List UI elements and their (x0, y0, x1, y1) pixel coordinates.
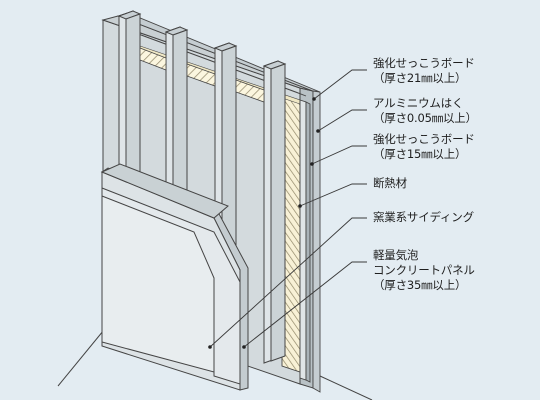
leader-dots (208, 97, 320, 349)
label-gypsum-board-21-line-2: （厚さ21㎜以上） (373, 71, 467, 85)
label-aluminium-foil: アルミニウムはく （厚さ0.05㎜以上） (373, 96, 477, 126)
label-insulation-line-1: 断熱材 (373, 176, 407, 190)
label-alc-panel-line-2: コンクリートパネル (373, 263, 475, 277)
leader-gypsum-15 (311, 145, 367, 165)
leader-aluminium (317, 109, 367, 132)
label-gypsum-board-21: 強化せっこうボード （厚さ21㎜以上） (373, 56, 475, 86)
ceramic-siding (101, 187, 241, 385)
label-ceramic-siding-line-1: 窯業系サイディング (373, 210, 474, 224)
leader-alc (243, 261, 367, 348)
label-gypsum-board-15-line-2: （厚さ15㎜以上） (373, 147, 467, 161)
label-alc-panel-line-1: 軽量気泡 (373, 248, 419, 262)
label-gypsum-board-15: 強化せっこうボード （厚さ15㎜以上） (373, 132, 475, 162)
label-aluminium-foil-line-1: アルミニウムはく (373, 96, 464, 110)
label-alc-panel: 軽量気泡 コンクリートパネル （厚さ35㎜以上） (373, 248, 475, 293)
label-alc-panel-line-3: （厚さ35㎜以上） (373, 278, 467, 292)
leader-lines (209, 69, 367, 348)
label-gypsum-board-21-line-1: 強化せっこうボード (373, 56, 475, 70)
label-gypsum-board-15-line-1: 強化せっこうボード (373, 132, 475, 146)
gypsum-board-15-edge (299, 99, 311, 383)
insulation-blocks (139, 47, 265, 103)
label-insulation: 断熱材 (373, 176, 407, 191)
leader-gypsum-21 (313, 69, 367, 100)
leader-siding (209, 217, 367, 348)
label-ceramic-siding: 窯業系サイディング (373, 210, 474, 225)
label-aluminium-foil-line-2: （厚さ0.05㎜以上） (373, 111, 477, 125)
floor-lines (57, 324, 373, 400)
stud-4 (262, 60, 287, 364)
leader-insulation (299, 183, 367, 207)
